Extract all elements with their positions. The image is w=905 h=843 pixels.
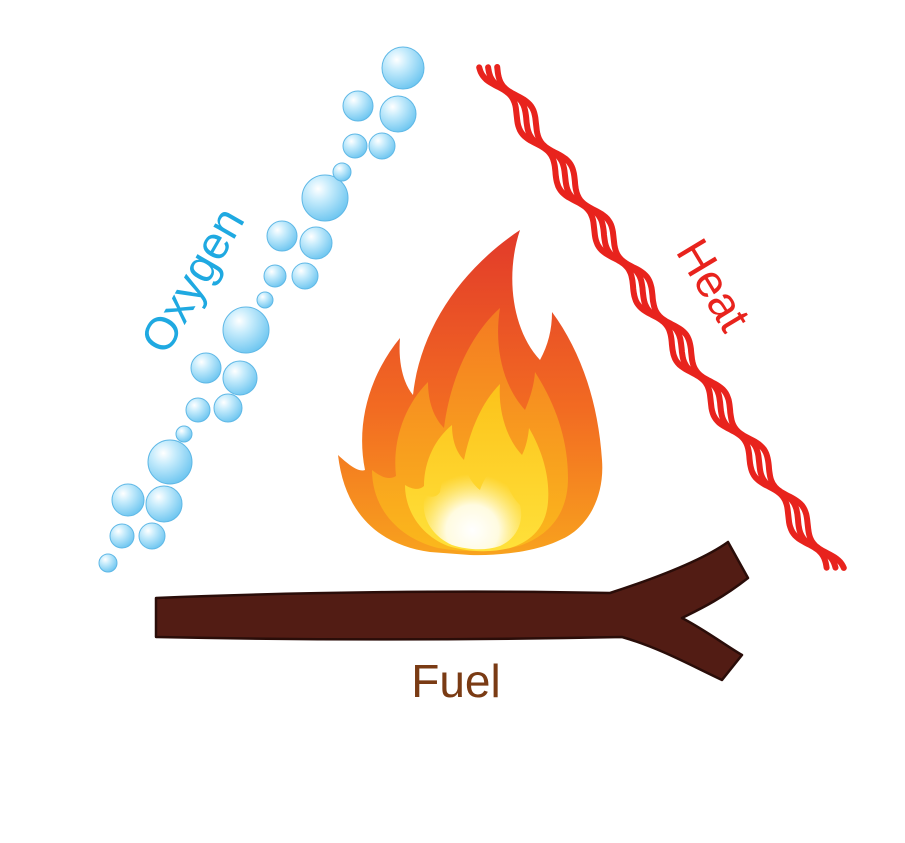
bubble [190,352,222,384]
bubble [109,523,135,549]
bubble [222,306,270,354]
bubble [138,522,166,550]
bubble [147,439,193,485]
heat-wave-line [476,64,830,571]
heat-waves-icon [476,64,847,571]
bubble [185,397,211,423]
bubbles-icon [98,46,425,573]
bubble [368,132,396,160]
bubble [266,220,298,252]
bubble [263,264,287,288]
flame-icon [338,230,603,556]
bubble [213,393,243,423]
bubble [332,162,352,182]
log-icon [154,540,750,682]
bubble [111,483,145,517]
bubble [379,95,417,133]
bubble [98,553,118,573]
bubble [145,485,183,523]
bubble [299,226,333,260]
fuel-label: Fuel [411,655,500,707]
bubble [342,90,374,122]
bubble [342,133,368,159]
bubble [175,425,193,443]
bubble [256,291,274,309]
bubble [291,262,319,290]
bubble [381,46,425,90]
bubble [301,174,349,222]
bubble [222,360,258,396]
heat-label: Heat [666,230,761,340]
